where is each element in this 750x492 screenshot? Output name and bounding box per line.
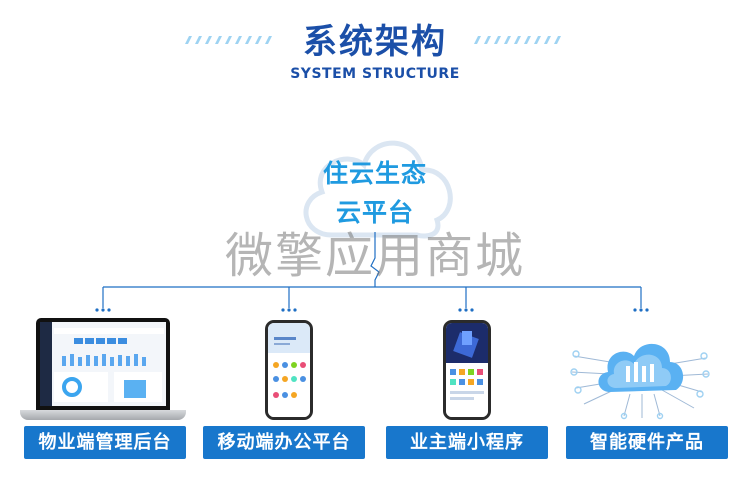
phone-illustration-miniprogram [443, 320, 491, 420]
page-title: 系统架构 [303, 22, 447, 62]
phone-illustration-office [265, 320, 313, 420]
title-decoration-right [474, 36, 561, 44]
node-label-owner-miniprogram: 业主端小程序 [386, 426, 548, 459]
laptop-illustration [20, 318, 186, 422]
node-label-property-admin: 物业端管理后台 [24, 426, 186, 459]
title-decoration-left [185, 36, 272, 44]
node-label-smart-hardware: 智能硬件产品 [566, 426, 728, 459]
watermark: 微擎应用商城 [224, 228, 525, 284]
cloud-icon [303, 140, 453, 239]
core-title-line2: 云平台 [335, 198, 414, 227]
core-title-line1: 住云生态 [322, 159, 427, 188]
smart-hardware-cloud-icon [570, 343, 710, 420]
node-label-mobile-office: 移动端办公平台 [203, 426, 365, 459]
page-subtitle: SYSTEM STRUCTURE [290, 66, 460, 82]
